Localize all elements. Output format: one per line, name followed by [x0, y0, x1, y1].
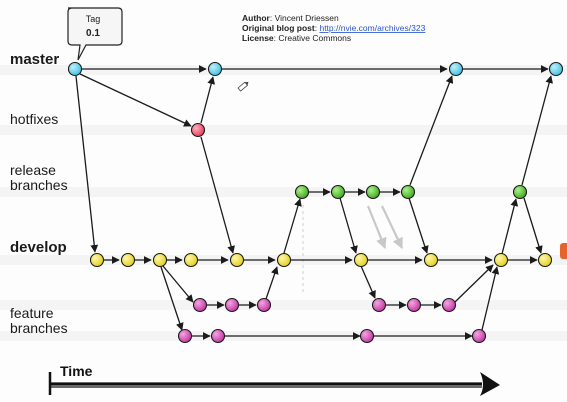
- commits: [67, 61, 564, 344]
- edge-scroll-handle[interactable]: [560, 243, 567, 259]
- info-blog: Original blog post: http://nvie.com/arch…: [242, 23, 426, 33]
- commit-develop-4: [183, 252, 199, 268]
- band-feature-1: [0, 300, 567, 310]
- edge-develop-featureC: [360, 265, 376, 299]
- commit-featureA-1: [192, 297, 208, 313]
- edge-hotfix-develop: [200, 136, 235, 254]
- lane-label-feature-1: feature: [10, 305, 54, 321]
- commit-develop-8: [423, 252, 439, 268]
- lane-label-feature-2: branches: [10, 320, 68, 336]
- commit-master-4: [548, 61, 564, 77]
- commit-featureC-2: [406, 297, 422, 313]
- edge-master-hotfix: [79, 73, 192, 127]
- commit-release-3: [365, 184, 381, 200]
- edge-develop-featureB: [160, 266, 184, 331]
- commit-featureB-2: [210, 328, 226, 344]
- info-author: Author: Vincent Driessen: [242, 13, 339, 23]
- edge-release-develop-2: [408, 197, 429, 254]
- faint-arrows: [366, 205, 403, 250]
- info-blog-sep: :: [315, 23, 320, 33]
- cursor-icon: [237, 81, 249, 92]
- time-label: Time: [60, 363, 93, 379]
- band-hotfixes: [0, 125, 567, 135]
- commit-release-5: [512, 184, 528, 200]
- edge-develop-release1: [283, 198, 302, 254]
- commit-release-4: [400, 184, 416, 200]
- commit-featureB-1: [177, 328, 193, 344]
- commit-featureB-4: [471, 328, 487, 344]
- lane-label-master: master: [10, 51, 59, 68]
- edge-featureA-develop: [265, 266, 279, 300]
- edge-release-develop-1: [339, 197, 358, 254]
- commit-develop-5: [229, 252, 245, 268]
- info-license: License: Creative Commons: [242, 33, 351, 43]
- commit-hotfix-1: [190, 122, 206, 138]
- commit-develop-3: [152, 252, 168, 268]
- info-block: Author: Vincent Driessen Original blog p…: [242, 13, 426, 43]
- commit-release-2: [330, 184, 346, 200]
- commit-featureC-1: [371, 297, 387, 313]
- commit-featureB-3: [359, 328, 375, 344]
- edge-release2-master: [521, 75, 553, 186]
- info-license-label: License: [242, 33, 274, 43]
- lane-label-hotfixes: hotfixes: [10, 111, 58, 127]
- info-license-value: : Creative Commons: [274, 33, 351, 43]
- lane-label-release-1: release: [10, 162, 56, 178]
- info-author-label: Author: [242, 13, 271, 23]
- edge-master-develop: [75, 75, 99, 253]
- lane-labels: master hotfixes release branches develop…: [10, 51, 68, 336]
- tag-callout: Tag 0.1: [67, 7, 123, 61]
- lane-bands: [0, 65, 567, 341]
- commit-featureA-3: [256, 297, 272, 313]
- commit-develop-7: [353, 252, 369, 268]
- tag-label: Tag: [86, 14, 101, 24]
- info-author-value: : Vincent Driessen: [270, 13, 339, 23]
- commit-master-2: [207, 61, 223, 77]
- faint-arrow-2: [381, 205, 403, 249]
- tag-version: 0.1: [86, 28, 100, 39]
- band-release: [0, 187, 567, 197]
- commit-develop-9: [493, 252, 509, 268]
- blog-link[interactable]: http://nvie.com/archives/323: [319, 23, 425, 33]
- edge-develop-featureA: [162, 265, 194, 303]
- edge-release2-develop: [523, 197, 543, 254]
- info-blog-label: Original blog post: [242, 23, 315, 33]
- band-master: [0, 65, 567, 75]
- time-arrow-head: [480, 372, 500, 396]
- edge-release-master: [409, 75, 454, 186]
- commit-master-3: [448, 61, 464, 77]
- commit-develop-2: [120, 252, 136, 268]
- lane-label-develop: develop: [10, 239, 67, 256]
- edge-hotfix-master: [200, 76, 216, 124]
- faint-arrow-1: [366, 205, 387, 250]
- commit-master-1: [67, 61, 83, 77]
- commit-develop-1: [89, 252, 105, 268]
- commit-featureA-2: [224, 297, 240, 313]
- commit-develop-10: [537, 252, 553, 268]
- commit-develop-6: [276, 252, 292, 268]
- commit-release-1: [294, 184, 310, 200]
- edge-featureB-develop: [481, 266, 500, 331]
- edge-featureC-develop: [454, 264, 494, 303]
- edge-develop-release2: [501, 198, 519, 255]
- edges: [75, 65, 553, 340]
- lane-label-release-2: branches: [10, 177, 68, 193]
- tag-bubble: [67, 7, 123, 61]
- time-axis: Time: [48, 363, 500, 396]
- commit-featureC-3: [441, 297, 457, 313]
